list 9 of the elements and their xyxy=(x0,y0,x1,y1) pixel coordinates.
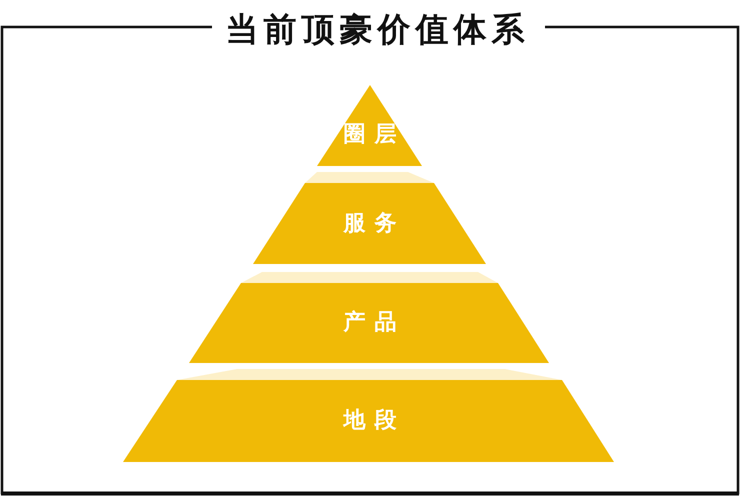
tier-label: 地段 xyxy=(342,410,406,432)
title: 当前顶豪价值体系 xyxy=(224,12,530,46)
tier-label: 产品 xyxy=(342,312,406,334)
tier-label: 服务 xyxy=(342,213,406,235)
pyramid-tier xyxy=(189,272,549,363)
pyramid-tier xyxy=(317,85,422,166)
pyramid-tier xyxy=(253,172,486,264)
pyramid-tier xyxy=(123,369,614,462)
tier-label: 圈层 xyxy=(342,124,406,146)
